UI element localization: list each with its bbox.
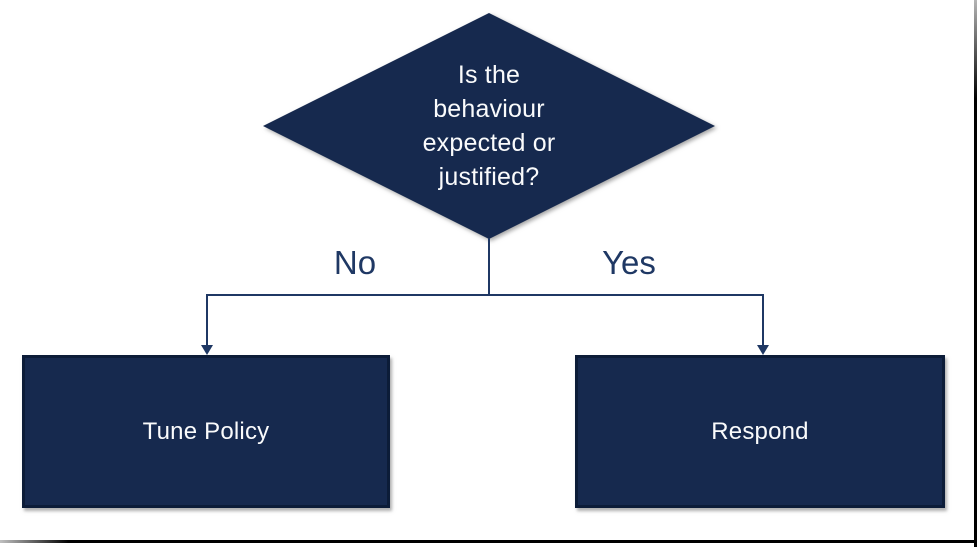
respond-label: Respond bbox=[711, 417, 809, 445]
respond-node: Respond bbox=[575, 355, 945, 508]
no-branch-label: No bbox=[333, 244, 377, 281]
frame-border-bottom bbox=[0, 540, 977, 543]
connector-yes-branch-line bbox=[762, 294, 764, 346]
connector-stem-line bbox=[488, 238, 490, 296]
yes-branch-arrow-down-icon bbox=[757, 345, 769, 355]
decision-question-line: expected or bbox=[422, 129, 556, 157]
tune-policy-node: Tune Policy bbox=[22, 355, 390, 508]
decision-question: Is the behaviour expected or justified? bbox=[423, 58, 556, 194]
no-branch-arrow-down-icon bbox=[201, 345, 213, 355]
connector-no-branch-line bbox=[206, 294, 208, 346]
decision-question-line: Is the bbox=[457, 61, 521, 89]
decision-diamond-shape: Is the behaviour expected or justified? bbox=[263, 13, 715, 239]
connector-horizontal-line bbox=[206, 294, 764, 296]
tune-policy-label: Tune Policy bbox=[142, 417, 270, 445]
decision-question-line: behaviour bbox=[433, 95, 545, 123]
frame-border-right bbox=[974, 0, 977, 547]
yes-branch-label: Yes bbox=[602, 244, 656, 281]
decision-diamond: Is the behaviour expected or justified? bbox=[263, 13, 715, 239]
decision-question-line: justified? bbox=[438, 163, 540, 191]
